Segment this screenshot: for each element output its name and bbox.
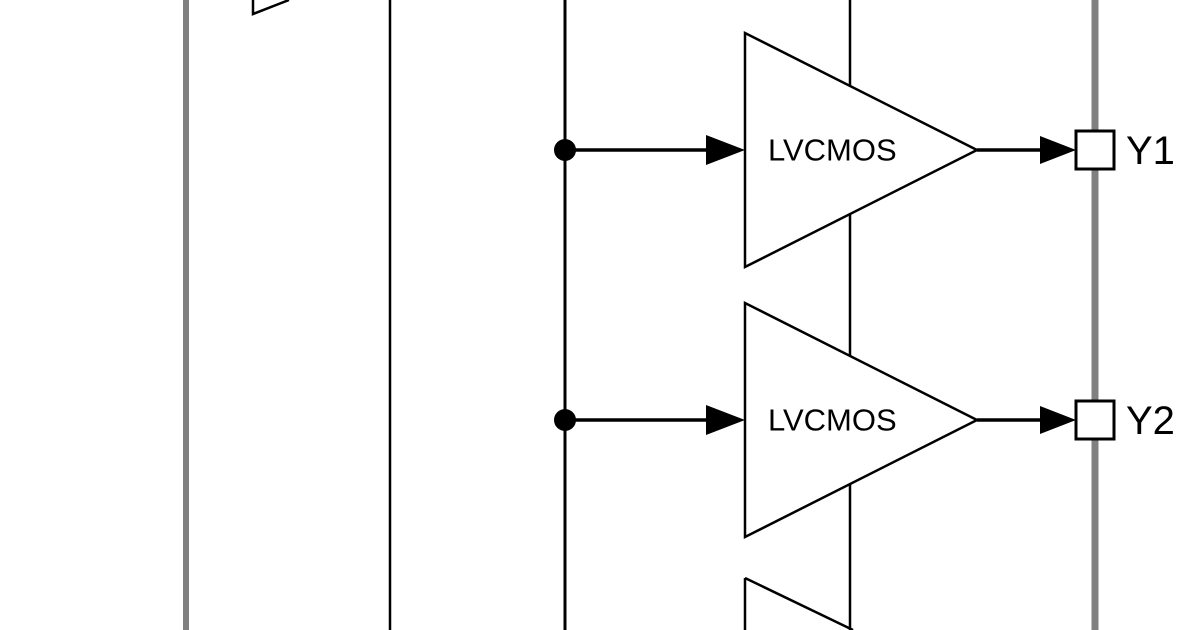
partial-buffer-top: [251, 0, 290, 16]
output-arrowhead-1: [1040, 136, 1076, 164]
partial-buffer-bottom: [743, 576, 854, 630]
buffer-1-label: LVCMOS: [768, 133, 897, 168]
output-pin-y1: [1074, 129, 1116, 171]
buffer-2-label: LVCMOS: [768, 403, 897, 438]
pin-label-y1: Y1: [1126, 129, 1175, 173]
feed-arrowhead-1: [706, 135, 745, 165]
output-arrowhead-2: [1040, 406, 1076, 434]
feed-arrowhead-2: [706, 405, 745, 435]
output-pin-y2: [1074, 399, 1116, 441]
pin-label-y2: Y2: [1126, 399, 1175, 443]
buffer-2: [743, 300, 980, 540]
buffer-1: [743, 30, 980, 270]
